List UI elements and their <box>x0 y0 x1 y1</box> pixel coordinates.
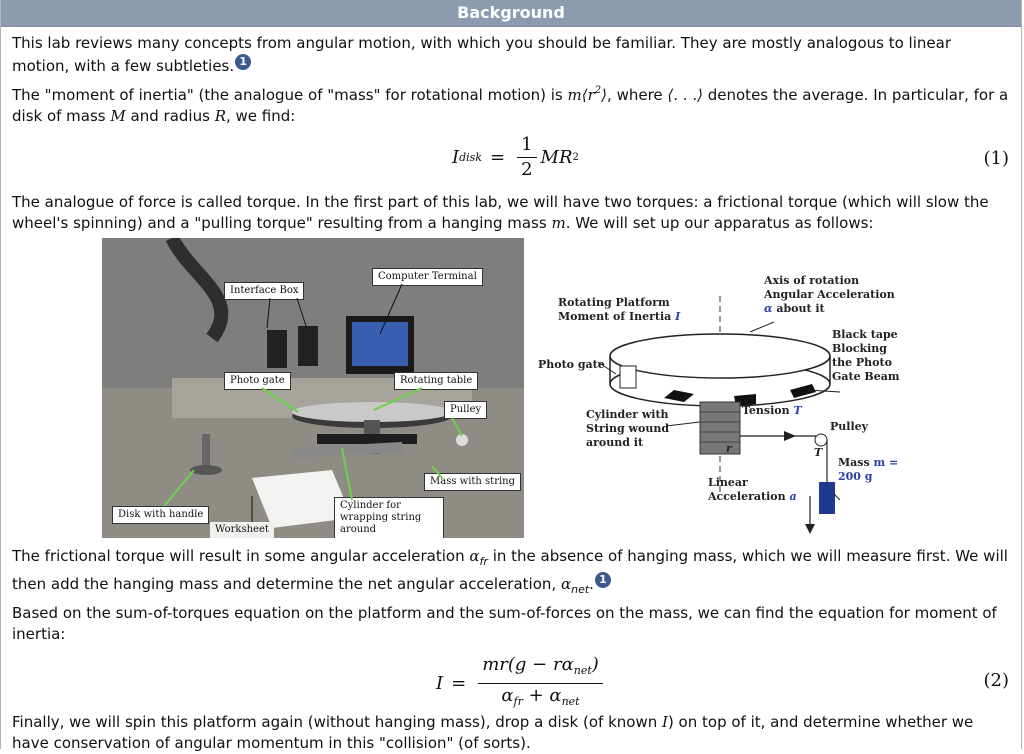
label-computer-terminal: Computer Terminal <box>372 268 483 286</box>
diagram-r-label: r <box>726 442 732 455</box>
content: This lab reviews many concepts from angu… <box>1 27 1021 754</box>
friction-paragraph: The frictional torque will result in som… <box>12 547 1008 596</box>
diagram-axis-label: Axis of rotation Angular Acceleration α … <box>764 274 895 315</box>
label-worksheet: Worksheet <box>210 522 274 538</box>
inertia-expression: m⟨r2⟩ <box>567 85 608 104</box>
section-title: Background <box>457 3 565 22</box>
diagram-drawing <box>597 296 841 534</box>
diagram-pulley-label: Pulley <box>830 420 869 433</box>
intro-paragraph: This lab reviews many concepts from angu… <box>12 34 951 75</box>
diagram-t2-label: T <box>814 446 823 459</box>
label-cylinder: Cylinder for wrapping string around <box>334 497 444 538</box>
section-header: Background <box>1 0 1021 27</box>
label-photo-gate: Photo gate <box>224 372 291 390</box>
final-paragraph: Finally, we will spin this platform agai… <box>12 713 974 752</box>
label-pulley: Pulley <box>444 401 488 419</box>
label-rotating-table: Rotating table <box>394 372 479 390</box>
footnote-badge-2[interactable]: 1 <box>594 572 611 588</box>
inertia-paragraph: The "moment of inertia" (the analogue of… <box>12 85 1009 125</box>
label-mass-with-string: Mass with string <box>424 473 522 491</box>
label-disk-with-handle: Disk with handle <box>112 506 210 524</box>
footnote-badge[interactable]: 1 <box>235 54 252 70</box>
equation-1-number: (1) <box>983 148 1010 169</box>
apparatus-figures: Interface Box Computer Terminal Photo ga… <box>12 238 1011 538</box>
equation-2-number: (2) <box>983 670 1010 691</box>
sum-paragraph: Based on the sum-of-torques equation on … <box>12 604 997 643</box>
torque-paragraph: The analogue of force is called torque. … <box>12 193 989 232</box>
diagram-cylinder-label: Cylinder with String wound around it <box>586 408 670 449</box>
label-interface-box: Interface Box <box>224 282 305 300</box>
apparatus-diagram: Axis of rotation Angular Acceleration α … <box>524 266 924 538</box>
diagram-tape-label: Black tape Blocking the Photo Gate Beam <box>832 328 900 383</box>
diagram-linear-label: Linear Acceleration a <box>708 476 797 503</box>
equation-2: I = mr(g − rαnet) αfr + αnet (2) <box>436 654 1010 708</box>
diagram-platform-label: Rotating Platform Moment of Inertia I <box>558 296 681 323</box>
diagram-photo-gate-label: Photo gate <box>538 358 605 371</box>
diagram-mass-label: Mass m = 200 g <box>838 456 899 483</box>
diagram-tension-label: Tension T <box>742 404 802 417</box>
apparatus-photo: Interface Box Computer Terminal Photo ga… <box>102 238 524 538</box>
